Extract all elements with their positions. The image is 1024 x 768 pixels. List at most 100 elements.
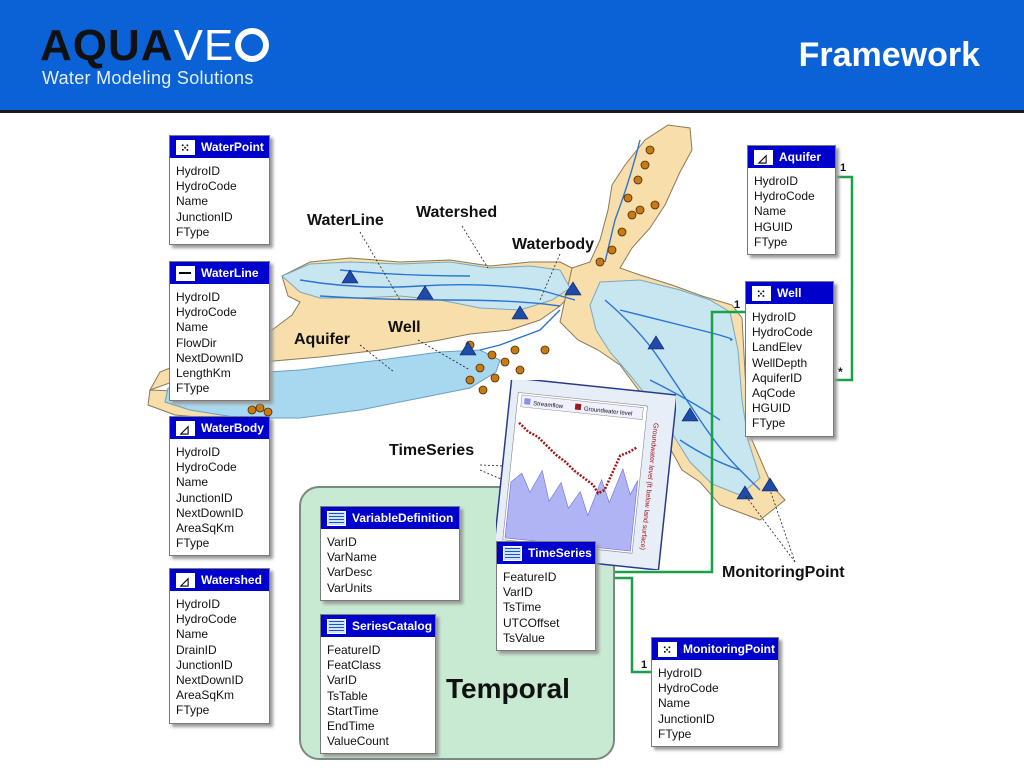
field: HydroID	[752, 310, 797, 324]
field: HydroID	[176, 597, 221, 611]
field: HydroCode	[752, 325, 813, 340]
legend-groundwater-swatch	[574, 403, 582, 411]
field-list: FeatureID VarID TsTime UTCOffset TsValue	[497, 564, 595, 650]
page-title: Framework	[798, 36, 980, 74]
entity-watershed[interactable]: Watershed HydroID HydroCode Name DrainID…	[169, 568, 270, 724]
entity-header: TimeSeries	[497, 542, 595, 564]
callout-monitoringpoint: MonitoringPoint	[722, 564, 845, 581]
field-list: HydroID HydroCode Name FlowDir NextDownI…	[170, 284, 269, 400]
field: JunctionID	[176, 657, 233, 672]
entity-monitoringpoint[interactable]: MonitoringPoint HydroID HydroCode Name J…	[651, 637, 779, 747]
field: VarID	[503, 585, 533, 600]
legend-streamflow-swatch	[524, 398, 531, 405]
field: LandElev	[752, 340, 803, 355]
logo-aqua: AQUA	[40, 21, 174, 70]
field: HydroID	[658, 666, 703, 680]
field: Name	[658, 696, 691, 711]
field: HydroCode	[176, 612, 237, 627]
field: WellDepth	[752, 355, 808, 370]
entity-waterline[interactable]: WaterLine HydroID HydroCode Name FlowDir…	[169, 261, 270, 402]
entity-well[interactable]: Well HydroID HydroCode LandElev WellDept…	[745, 281, 834, 437]
map-wells	[247, 145, 660, 417]
polygon-feature-icon	[176, 419, 195, 441]
entity-header: SeriesCatalog	[321, 615, 435, 637]
field: FlowDir	[176, 335, 217, 350]
field-list: HydroID HydroCode Name DrainID JunctionI…	[170, 591, 269, 723]
field: HydroID	[754, 174, 799, 188]
polygon-feature-icon	[754, 148, 773, 170]
field: VarDesc	[327, 565, 373, 580]
point-feature-icon	[176, 137, 195, 159]
groundwater-line	[518, 421, 638, 496]
field: VarID	[327, 673, 357, 688]
field: HydroCode	[658, 681, 719, 696]
entity-seriescatalog[interactable]: SeriesCatalog FeatureID FeatClass VarID …	[320, 614, 436, 755]
callout-timeseries: TimeSeries	[389, 442, 475, 459]
field-list: HydroID HydroCode LandElev WellDepth Aqu…	[746, 304, 833, 436]
field: JunctionID	[176, 209, 233, 224]
callout-waterline: WaterLine	[307, 212, 384, 229]
entity-title: MonitoringPoint	[683, 642, 775, 656]
field: FType	[752, 416, 786, 431]
logo-o-icon	[235, 28, 270, 62]
logo-ve: VE	[173, 21, 235, 70]
field: HydroID	[176, 445, 221, 459]
entity-header: Well	[746, 282, 833, 305]
line-feature-icon	[176, 265, 195, 281]
field-list: HydroID HydroCode Name HGUID FType	[748, 168, 835, 254]
field: TsTable	[327, 688, 368, 703]
legend-groundwater: Groundwater level	[584, 406, 633, 417]
field: HydroID	[176, 290, 221, 304]
callout-watershed: Watershed	[416, 204, 498, 221]
field: FType	[176, 703, 210, 718]
table-icon	[503, 545, 522, 561]
field: HGUID	[752, 401, 791, 416]
field: DrainID	[176, 642, 217, 657]
entity-header: VariableDefinition	[321, 507, 459, 529]
entity-header: Watershed	[170, 569, 269, 593]
map-rivers	[299, 139, 761, 491]
entity-waterpoint[interactable]: WaterPoint HydroID HydroCode Name Juncti…	[169, 135, 270, 245]
entity-header: Aquifer	[748, 146, 835, 170]
field: HGUID	[754, 219, 793, 234]
field: VarUnits	[327, 580, 373, 595]
aquaveo-logo: AQUAVE	[40, 21, 270, 70]
callout-well: Well	[388, 319, 421, 336]
entity-title: WaterBody	[201, 421, 264, 435]
polygon-feature-icon	[176, 571, 195, 593]
entity-header: WaterPoint	[170, 136, 269, 159]
entity-timeseries[interactable]: TimeSeries FeatureID VarID TsTime UTCOff…	[496, 541, 596, 651]
entity-title: Aquifer	[779, 150, 821, 164]
legend-box	[520, 394, 644, 420]
entity-waterbody[interactable]: WaterBody HydroID HydroCode Name Junctio…	[169, 416, 270, 557]
header-bar: AQUAVE Water Modeling Solutions Framewor…	[0, 0, 1024, 113]
callout-waterbody: Waterbody	[512, 236, 595, 253]
card-well-ts-one: 1	[734, 299, 740, 311]
field: FType	[754, 234, 788, 249]
temporal-label: Temporal	[446, 673, 570, 704]
field: UTCOffset	[503, 615, 560, 630]
map-monitoring-points	[341, 269, 779, 500]
field: NextDownID	[176, 350, 244, 365]
field: Name	[176, 194, 209, 209]
entity-title: Watershed	[201, 573, 262, 587]
callout-aquifer: Aquifer	[294, 331, 350, 348]
field-list: FeatureID FeatClass VarID TsTable StartT…	[321, 637, 435, 753]
card-aquifer-well-many: *	[838, 365, 843, 379]
field: NextDownID	[176, 505, 244, 520]
field: LengthKm	[176, 365, 231, 380]
field: Name	[176, 627, 209, 642]
field: FeatClass	[327, 658, 382, 673]
entity-aquifer[interactable]: Aquifer HydroID HydroCode Name HGUID FTy…	[747, 145, 836, 255]
field: HydroID	[176, 164, 221, 178]
field: FType	[176, 224, 210, 239]
entity-header: WaterLine	[170, 262, 269, 284]
field-list: HydroID HydroCode Name JunctionID FType	[170, 158, 269, 244]
field: JunctionID	[176, 490, 233, 505]
field: StartTime	[327, 703, 379, 718]
entity-header: WaterBody	[170, 417, 269, 441]
field-list: HydroID HydroCode Name JunctionID NextDo…	[170, 439, 269, 555]
field: FeatureID	[503, 570, 557, 584]
streamflow-area	[504, 467, 639, 552]
entity-variabledefinition[interactable]: VariableDefinition VarID VarName VarDesc…	[320, 506, 460, 601]
